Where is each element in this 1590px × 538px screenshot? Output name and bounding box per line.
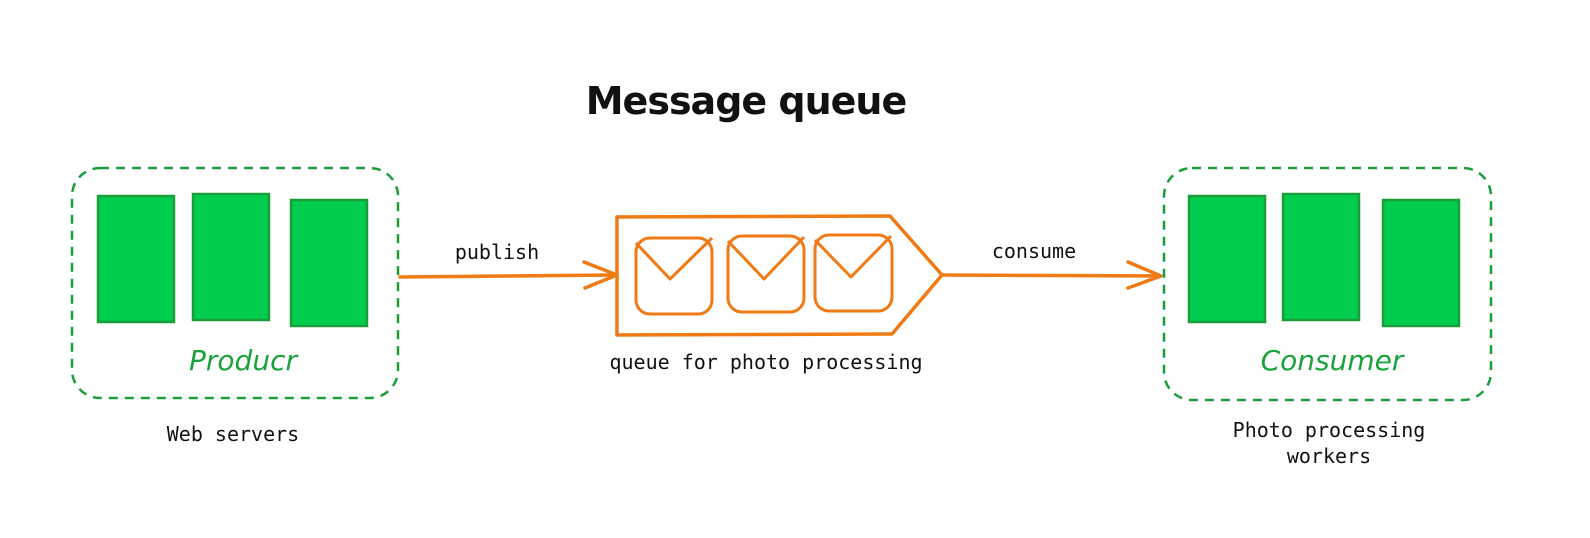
consumer-worker-1 [1187, 194, 1267, 324]
consume-label: consume [992, 239, 1076, 263]
queue [615, 214, 944, 337]
envelope-icon [813, 233, 894, 313]
queue-caption: queue for photo processing [609, 350, 922, 374]
consumer-worker-3 [1381, 198, 1461, 328]
producer-server-3 [289, 198, 369, 328]
producer-caption: Web servers [167, 422, 299, 446]
consumer-caption-line1: Photo processing [1233, 418, 1426, 442]
diagram-title: Message queue [586, 79, 907, 123]
consumer-group: Consumer [1162, 166, 1493, 402]
queue-outline [615, 214, 944, 337]
consumer-label: Consumer [1261, 344, 1405, 377]
producer-group: Producr [70, 166, 400, 400]
publish-label: publish [455, 240, 539, 264]
consumer-boundary [1162, 166, 1493, 402]
consumer-worker-2 [1281, 192, 1361, 322]
consumer-caption-line2: workers [1287, 444, 1371, 468]
producer-server-2 [191, 192, 271, 322]
consume-arrow [940, 260, 1163, 290]
envelope-icon [634, 236, 714, 316]
producer-boundary [70, 166, 400, 400]
publish-arrow [398, 260, 619, 290]
producer-server-1 [96, 194, 176, 324]
envelope-icon [726, 234, 806, 314]
producer-label: Producr [189, 344, 298, 377]
